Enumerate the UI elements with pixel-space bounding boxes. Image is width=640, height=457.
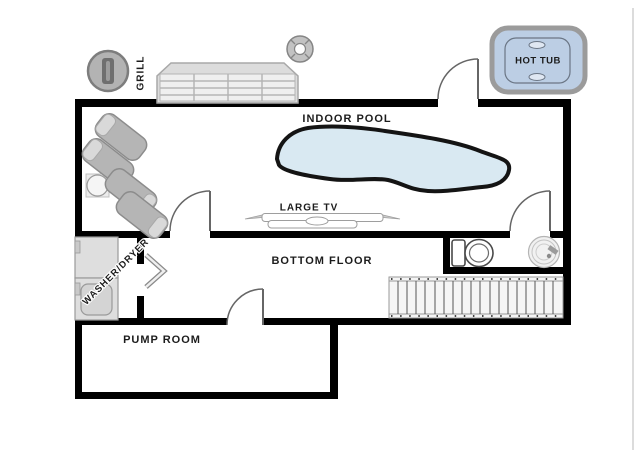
- washer-dryer-stack: [74, 236, 119, 321]
- door-lounge: [169, 190, 211, 232]
- grill: [86, 49, 130, 93]
- indoor-pool-shape: [275, 124, 512, 194]
- label-grill: GRILL: [135, 55, 147, 91]
- ring-side-table: [286, 35, 314, 63]
- lounge-chair-4: [115, 191, 169, 239]
- label-pump-room: PUMP ROOM: [123, 334, 201, 346]
- toilet: [451, 238, 494, 268]
- door-pump-room: [226, 288, 264, 326]
- buffet-table: [156, 62, 299, 104]
- interior-walls: [75, 231, 571, 325]
- label-bottom-floor: BOTTOM FLOOR: [271, 255, 373, 267]
- round-sink: [527, 235, 561, 269]
- hot-tub: [489, 25, 588, 95]
- large-tv: [244, 213, 401, 229]
- label-large-tv: LARGE TV: [279, 202, 339, 214]
- label-indoor-pool: INDOOR POOL: [302, 113, 392, 125]
- label-hot-tub: HOT TUB: [515, 55, 561, 67]
- door-bathroom: [509, 190, 551, 232]
- closet-bifold-door: [144, 253, 168, 289]
- staircase: [388, 276, 564, 319]
- lounge-chair-1: [94, 113, 148, 161]
- door-patio: [437, 58, 479, 100]
- photo-edge-line: [632, 8, 634, 450]
